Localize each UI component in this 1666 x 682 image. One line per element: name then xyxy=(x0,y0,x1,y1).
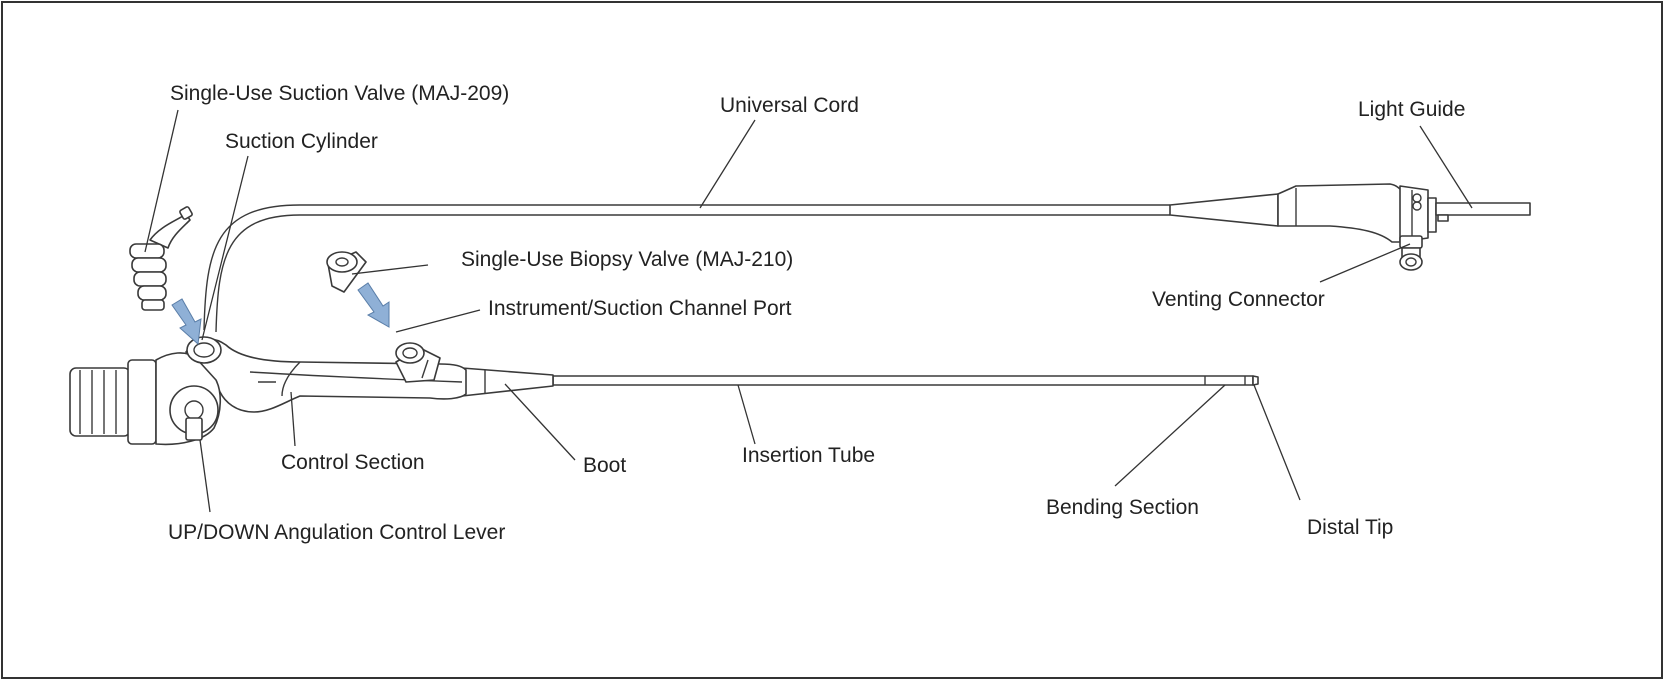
label-channel-port: Instrument/Suction Channel Port xyxy=(488,297,792,320)
label-universal-cord: Universal Cord xyxy=(720,94,859,117)
label-light-guide: Light Guide xyxy=(1358,98,1465,121)
label-suction-cylinder: Suction Cylinder xyxy=(225,130,378,153)
biopsy-valve xyxy=(326,251,367,293)
label-distal-tip: Distal Tip xyxy=(1307,516,1393,539)
suction-valve xyxy=(129,206,193,311)
label-venting-connector: Venting Connector xyxy=(1152,288,1325,311)
label-suction-valve: Single-Use Suction Valve (MAJ-209) xyxy=(170,82,509,105)
label-boot: Boot xyxy=(583,454,626,477)
label-insertion-tube: Insertion Tube xyxy=(742,444,875,467)
label-bending-section: Bending Section xyxy=(1046,496,1199,519)
labels: Single-Use Suction Valve (MAJ-209) Sucti… xyxy=(168,82,1465,544)
label-angulation-lever: UP/DOWN Angulation Control Lever xyxy=(168,521,505,544)
universal-cord xyxy=(203,193,1279,333)
insertion-tube xyxy=(552,375,1259,386)
control-body xyxy=(69,336,467,446)
insertion-arrows xyxy=(171,282,390,346)
light-guide-connector xyxy=(1277,183,1531,271)
boot xyxy=(461,367,554,397)
leader-lines xyxy=(144,109,1473,513)
suction-valve-arrow xyxy=(171,298,202,346)
label-biopsy-valve: Single-Use Biopsy Valve (MAJ-210) xyxy=(461,248,793,271)
biopsy-valve-arrow xyxy=(357,282,390,328)
label-control-section: Control Section xyxy=(281,451,425,474)
